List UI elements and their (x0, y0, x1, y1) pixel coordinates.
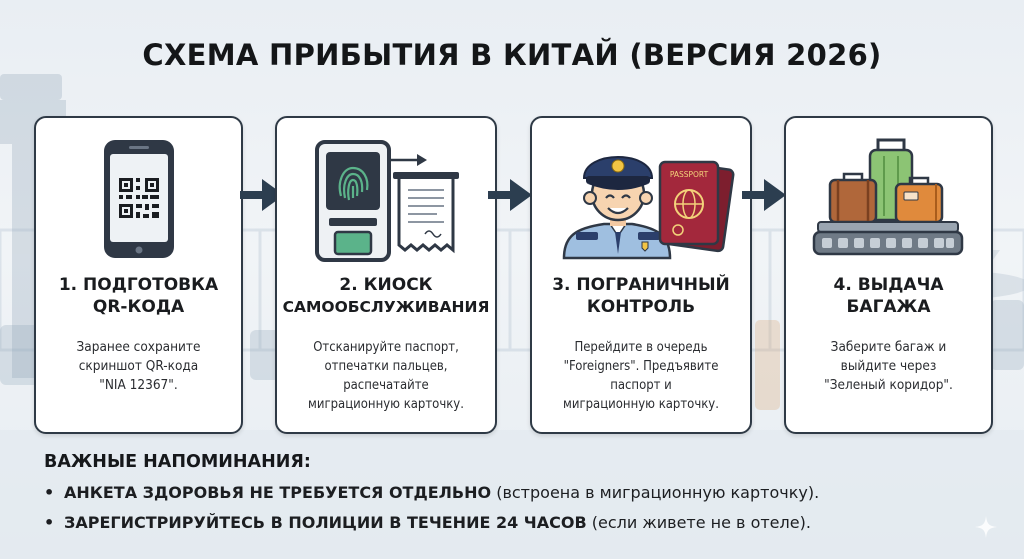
reminder-item: • ЗАРЕГИСТРИРУЙТЕСЬ В ПОЛИЦИИ В ТЕЧЕНИЕ 2… (44, 508, 1004, 538)
step-description: Перейдите в очередь "Foreigners". Предъя… (563, 340, 719, 412)
step-title: 3. ПОГРАНИЧНЫЙ КОНТРОЛЬ (536, 274, 746, 318)
reminder-note: (если живете не в отеле). (586, 513, 811, 532)
step-title-line: 1. ПОДГОТОВКА (58, 275, 219, 295)
arrow-right-icon (240, 179, 284, 211)
arrow-right-icon (742, 179, 786, 211)
bullet-icon: • (44, 513, 55, 532)
step-title: 1. ПОДГОТОВКА QR-КОДА (40, 274, 237, 318)
bullet-icon: • (44, 483, 55, 502)
reminder-item: • АНКЕТА ЗДОРОВЬЯ НЕ ТРЕБУЕТСЯ ОТДЕЛЬНО (… (44, 478, 1004, 508)
step-title-line: 4. ВЫДАЧА (833, 275, 944, 295)
step-title-line: БАГАЖА (846, 297, 931, 317)
reminders-heading: ВАЖНЫЕ НАПОМИНАНИЯ: (44, 452, 311, 472)
step-title: 2. КИОСК САМООБСЛУЖИВАНИЯ (281, 274, 491, 318)
sparkle-icon (975, 516, 997, 538)
step-title-line: 3. ПОГРАНИЧНЫЙ (552, 275, 730, 295)
fingerprint-kiosk-icon (315, 140, 459, 262)
border-officer-icon: PASSPORT (562, 156, 735, 260)
step-description: Отсканируйте паспорт, отпечатки пальцев,… (308, 340, 464, 412)
step-card-qr: 1. ПОДГОТОВКА QR-КОДА Заранее сохраните … (34, 116, 243, 434)
arrow-right-icon (488, 179, 532, 211)
phone-qr-icon (104, 140, 174, 258)
luggage-carousel-icon (812, 138, 964, 256)
step-card-luggage: 4. ВЫДАЧА БАГАЖА Заберите багаж и выйдит… (784, 116, 993, 434)
passport-label: PASSPORT (670, 170, 709, 179)
page-title: СХЕМА ПРИБЫТИЯ В КИТАЙ (ВЕРСИЯ 2026) (142, 38, 882, 72)
step-title-line: 2. КИОСК (339, 275, 433, 295)
step-title-line: САМООБСЛУЖИВАНИЯ (282, 298, 490, 316)
step-title-line: QR-КОДА (92, 297, 185, 317)
step-card-kiosk: 2. КИОСК САМООБСЛУЖИВАНИЯ Отсканируйте п… (275, 116, 497, 434)
step-title: 4. ВЫДАЧА БАГАЖА (790, 274, 987, 318)
step-description: Заранее сохраните скриншот QR-кода "NIA … (76, 339, 201, 393)
step-card-border: PASSPORT 3. ПОГРАНИЧНЫЙ КОНТРОЛЬ Перейди… (530, 116, 752, 434)
reminder-bold: ЗАРЕГИСТРИРУЙТЕСЬ В ПОЛИЦИИ В ТЕЧЕНИЕ 24… (64, 513, 587, 532)
reminder-note: (встроена в миграционную карточку). (491, 483, 820, 502)
reminder-bold: АНКЕТА ЗДОРОВЬЯ НЕ ТРЕБУЕТСЯ ОТДЕЛЬНО (64, 483, 492, 502)
step-title-line: КОНТРОЛЬ (586, 297, 696, 317)
reminders-section: ВАЖНЫЕ НАПОМИНАНИЯ: • АНКЕТА ЗДОРОВЬЯ НЕ … (44, 452, 1004, 538)
step-description: Заберите багаж и выйдите через "Зеленый … (824, 339, 953, 393)
